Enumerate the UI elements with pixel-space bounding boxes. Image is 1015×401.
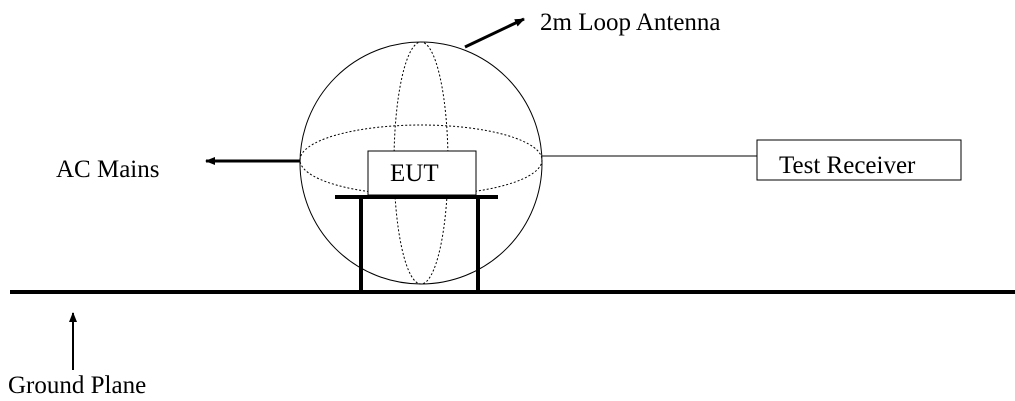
antenna-label: 2m Loop Antenna — [540, 9, 721, 36]
eut-label: EUT — [390, 160, 439, 187]
loop-antenna-horizontal-ellipse — [299, 124, 543, 196]
ac-mains-label: AC Mains — [56, 156, 160, 183]
ground-plane-label: Ground Plane — [8, 372, 147, 399]
eut-box — [367, 150, 477, 196]
test-receiver-label: Test Receiver — [779, 152, 916, 179]
antenna-arrow — [464, 17, 525, 49]
test-receiver-box — [756, 139, 962, 181]
